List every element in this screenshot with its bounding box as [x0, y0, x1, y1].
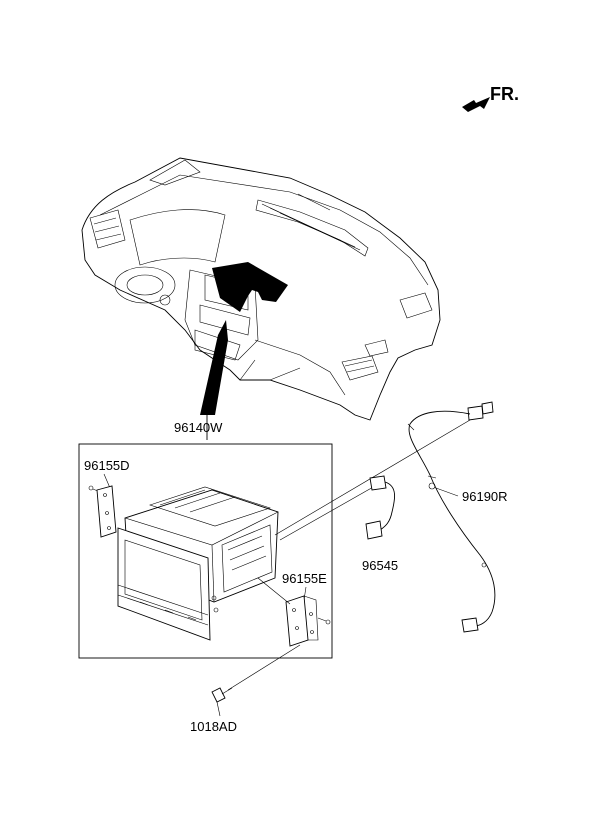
part-label-96155D: 96155D — [84, 458, 130, 473]
part-label-96545: 96545 — [362, 558, 398, 573]
head-unit — [117, 486, 279, 641]
bracket-left: 96155D — [84, 458, 130, 538]
part-label-96140W: 96140W — [174, 420, 223, 435]
extension-cable: 96190R — [407, 401, 508, 633]
front-arrow-icon — [462, 97, 490, 112]
part-label-96190R: 96190R — [462, 489, 508, 504]
front-label: FR. — [490, 84, 519, 104]
part-label-96155E: 96155E — [282, 571, 327, 586]
head-unit-display — [117, 527, 211, 641]
head-unit-assembly-box — [78, 443, 333, 659]
usb-cable: 96545 — [362, 475, 398, 573]
bracket-right: 96155E — [257, 571, 331, 647]
dashboard-illustration — [81, 157, 441, 421]
part-label-1018AD: 1018AD — [190, 719, 237, 734]
front-direction-indicator: FR. — [462, 84, 519, 112]
usb-leader-line — [279, 485, 376, 541]
screw: 1018AD — [190, 644, 301, 734]
